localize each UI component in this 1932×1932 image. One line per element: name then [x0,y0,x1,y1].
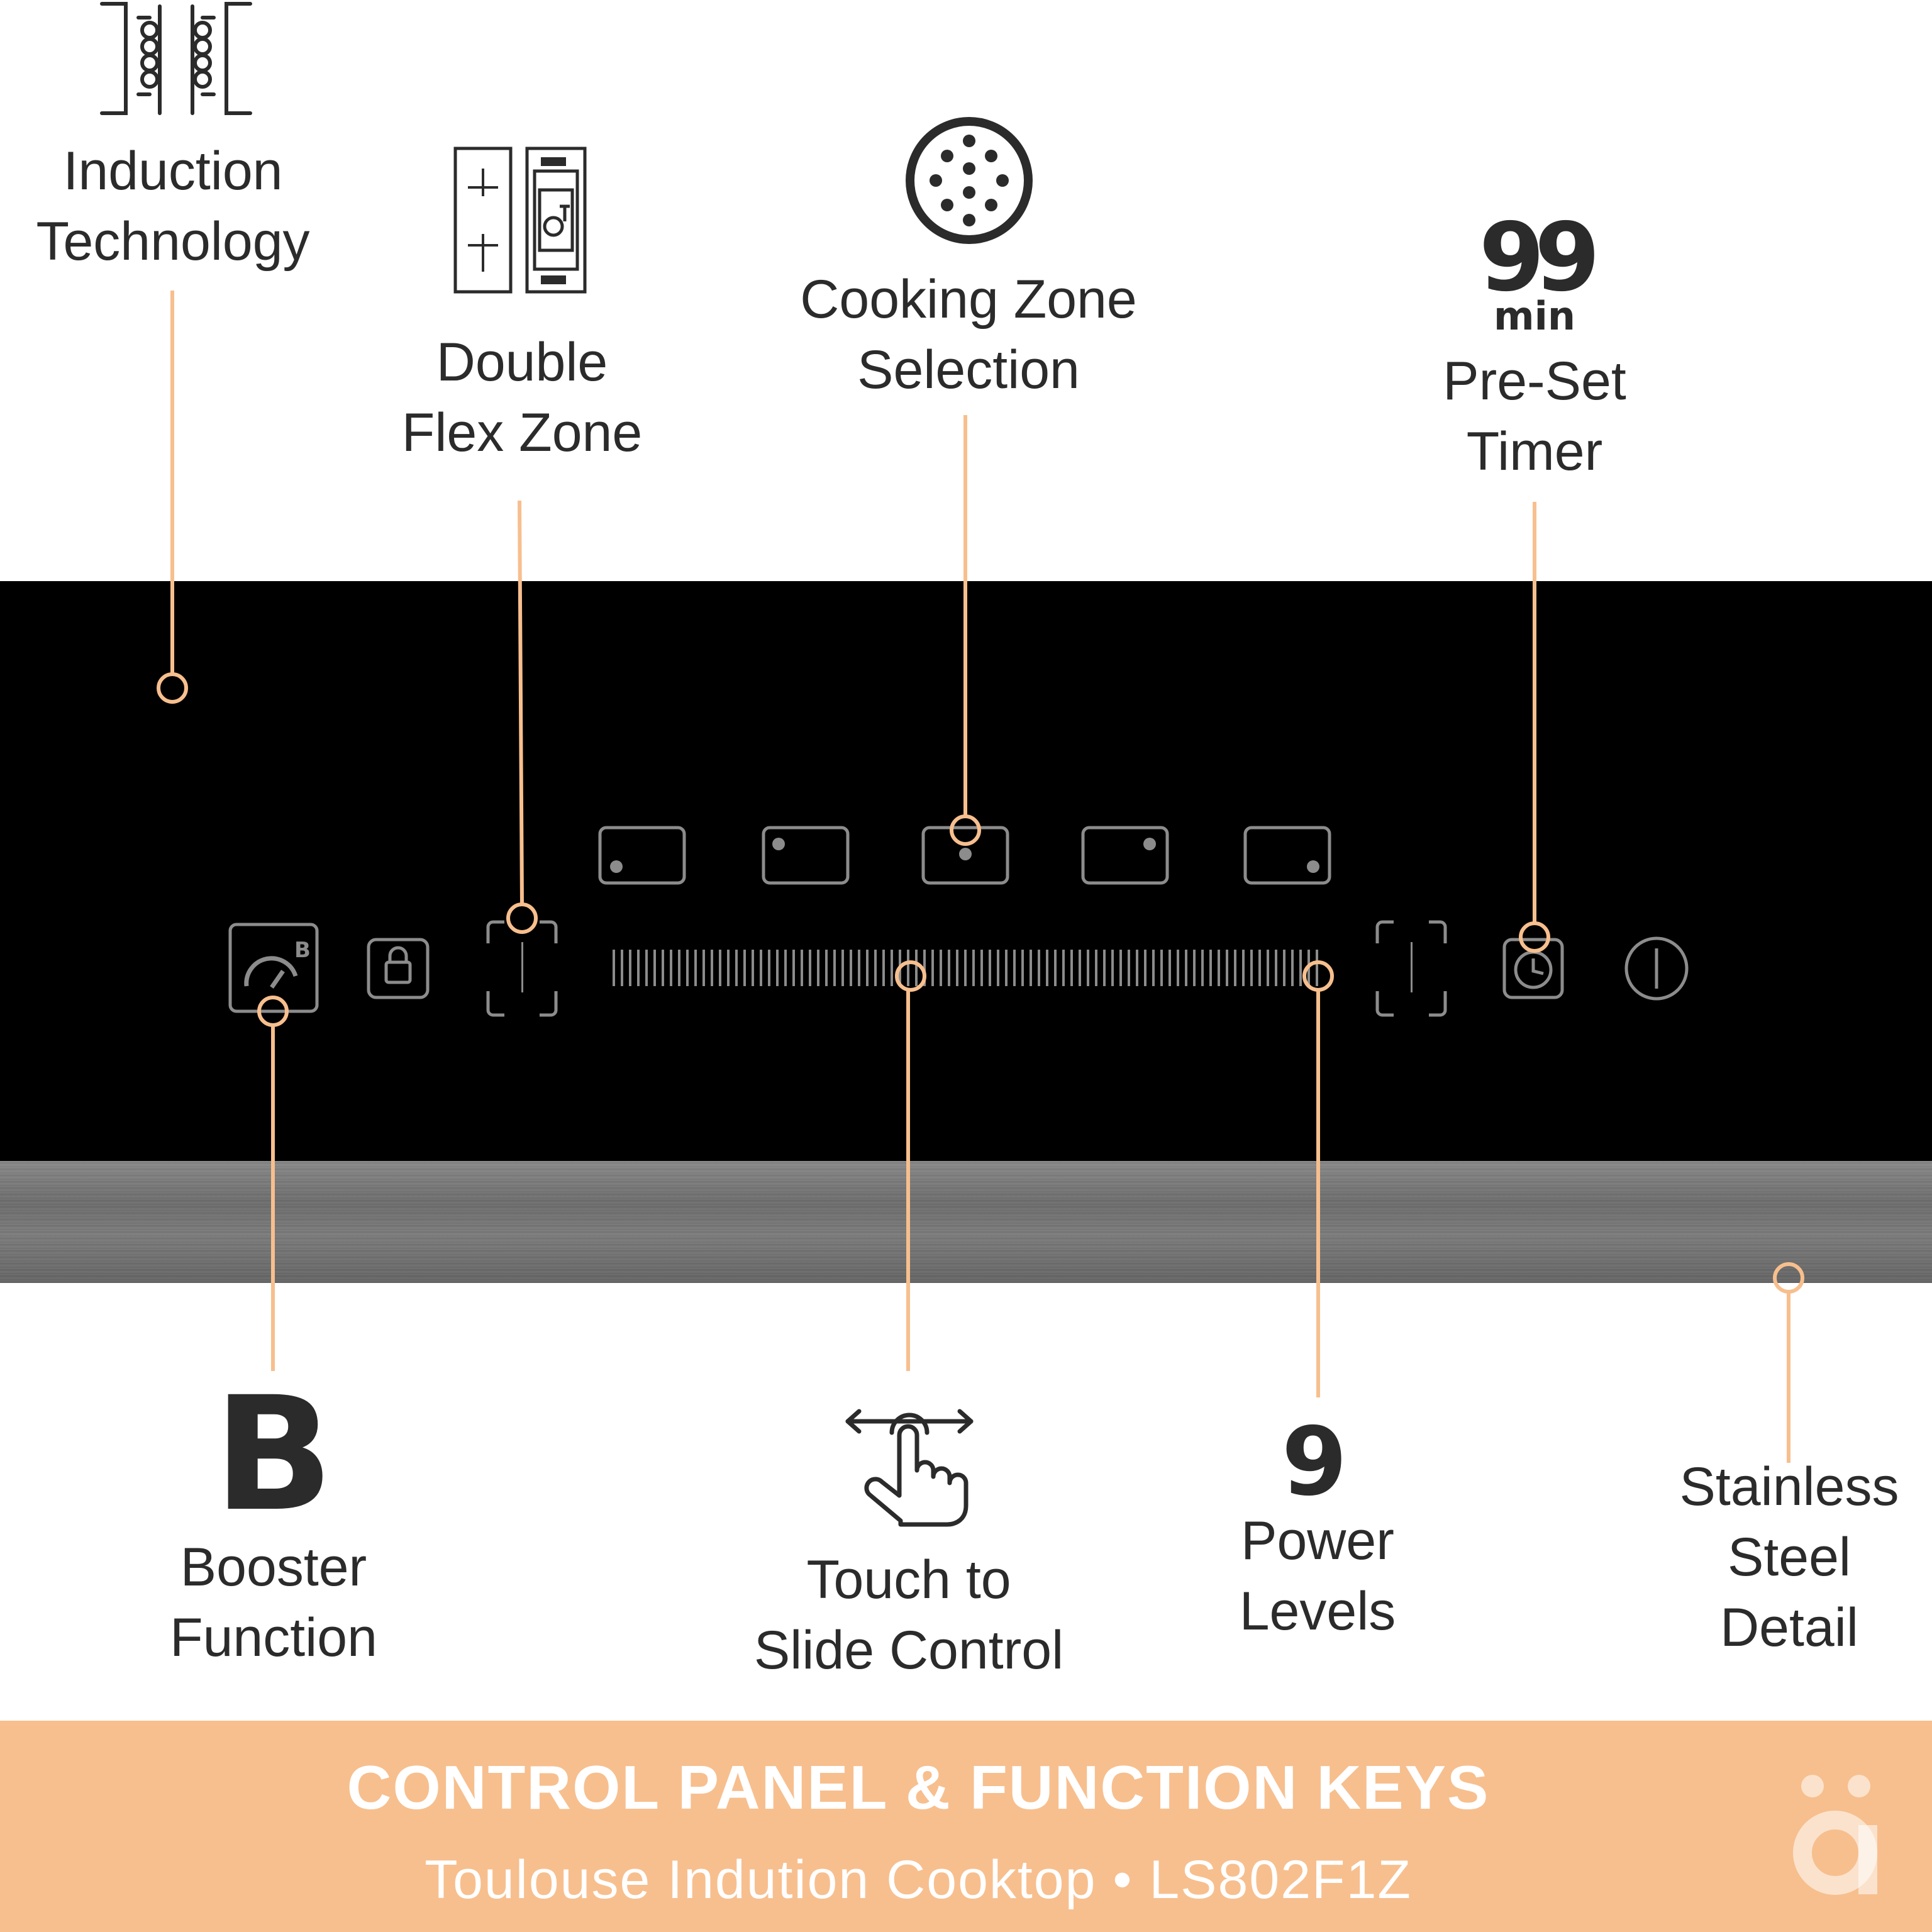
label-double-flex-zone: Double Flex Zone [358,327,686,468]
marker-slide [895,960,926,992]
induction-coil-icon [100,2,252,115]
label-line: Stainless [1679,1457,1899,1517]
label-power-levels: Power Levels [1182,1506,1453,1646]
marker-timer [1519,921,1550,953]
flex-key-left[interactable] [486,920,558,1017]
booster-key[interactable] [228,923,319,1013]
brand-logo-icon [1793,1775,1877,1895]
label-line: Function [170,1607,377,1668]
power-slider[interactable] [613,950,1318,986]
zone-key-5[interactable] [1243,826,1331,885]
label-line: Touch to [806,1550,1011,1610]
footer-subtitle: Toulouse Indution Cooktop • LS802F1Z [425,1850,1412,1910]
label-line: Timer [1466,421,1603,482]
label-line: Cooking Zone [800,269,1137,330]
label-booster-function: Booster Function [119,1532,428,1673]
marker-zone-selection [950,814,981,846]
marker-stainless [1773,1262,1804,1294]
label-cooking-zone-selection: Cooking Zone Selection [774,264,1163,405]
label-induction-technology: Induction Technology [13,136,333,277]
touch-slide-icon [845,1409,974,1527]
label-line: Detail [1720,1597,1858,1658]
timer-key[interactable] [1502,938,1564,999]
label-line: Double [436,332,608,392]
cooking-zone-icon [906,117,1033,244]
label-line: Selection [857,340,1080,400]
label-line: Steel [1727,1527,1852,1587]
power-key[interactable] [1624,936,1689,1001]
label-line: Induction [63,141,283,201]
label-line: Booster [180,1537,367,1597]
timer-min-label: min [1494,293,1575,339]
label-pre-set-timer: Pre-Set Timer [1377,346,1692,487]
label-line: Levels [1239,1581,1396,1641]
stainless-steel-strip [0,1161,1932,1283]
zone-key-2[interactable] [762,826,850,885]
label-line: Power [1241,1511,1394,1571]
label-stainless-steel-detail: Stainless Steel Detail [1635,1452,1932,1663]
label-line: Flex Zone [401,402,643,463]
zone-key-1[interactable] [598,826,686,885]
label-touch-slide-control: Touch to Slide Control [723,1545,1094,1685]
timer-99-icon: 99 [1479,203,1601,313]
marker-induction [157,672,188,704]
label-line: Pre-Set [1443,351,1626,411]
label-line: Slide Control [753,1620,1064,1680]
flex-key-right[interactable] [1375,920,1447,1017]
footer-band [0,1721,1932,1932]
label-line: Technology [36,211,310,272]
power-levels-icon: 9 [1281,1407,1348,1517]
svg-text:B: B [294,938,311,963]
lock-key[interactable] [367,938,430,999]
flex-zone-icon [453,147,587,294]
footer-title: CONTROL PANEL & FUNCTION KEYS [347,1753,1490,1822]
booster-b-icon: B [213,1363,334,1546]
zone-key-4[interactable] [1081,826,1169,885]
marker-flex-zone [506,902,538,934]
zone-key-3[interactable] [921,826,1009,885]
